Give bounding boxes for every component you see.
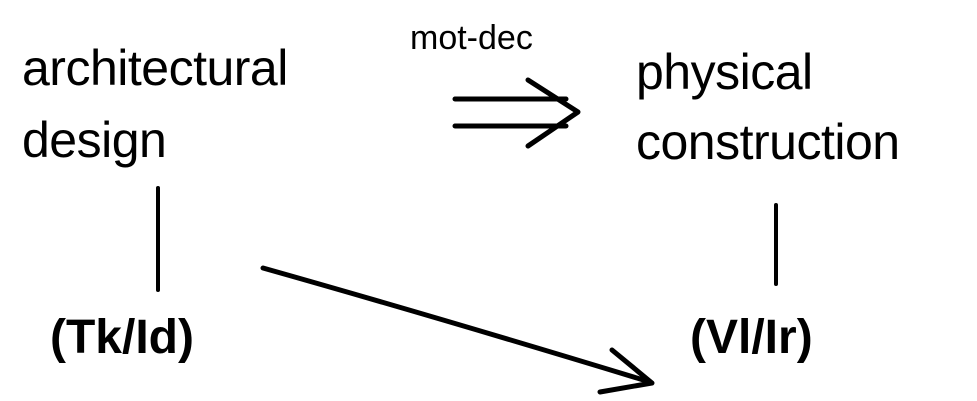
- implication-arrow-head: [525, 77, 581, 149]
- implication-edge-label: mot-dec: [410, 19, 533, 57]
- diagonal-arrow-head: [597, 347, 655, 395]
- node-physical-construction-line1: physical: [636, 44, 813, 100]
- diagonal-arrow: [260, 265, 655, 395]
- diagonal-arrow-shaft: [260, 265, 653, 385]
- node-label-tk-id: (Tk/Id): [50, 311, 194, 364]
- implication-arrow: [452, 77, 581, 149]
- node-label-vl-ir: (Vl/Ir): [690, 311, 813, 364]
- node-physical-construction-line2: construction: [636, 114, 900, 170]
- node-architectural-design-line1: architectural: [22, 40, 288, 96]
- node-architectural-design-line2: design: [22, 112, 167, 168]
